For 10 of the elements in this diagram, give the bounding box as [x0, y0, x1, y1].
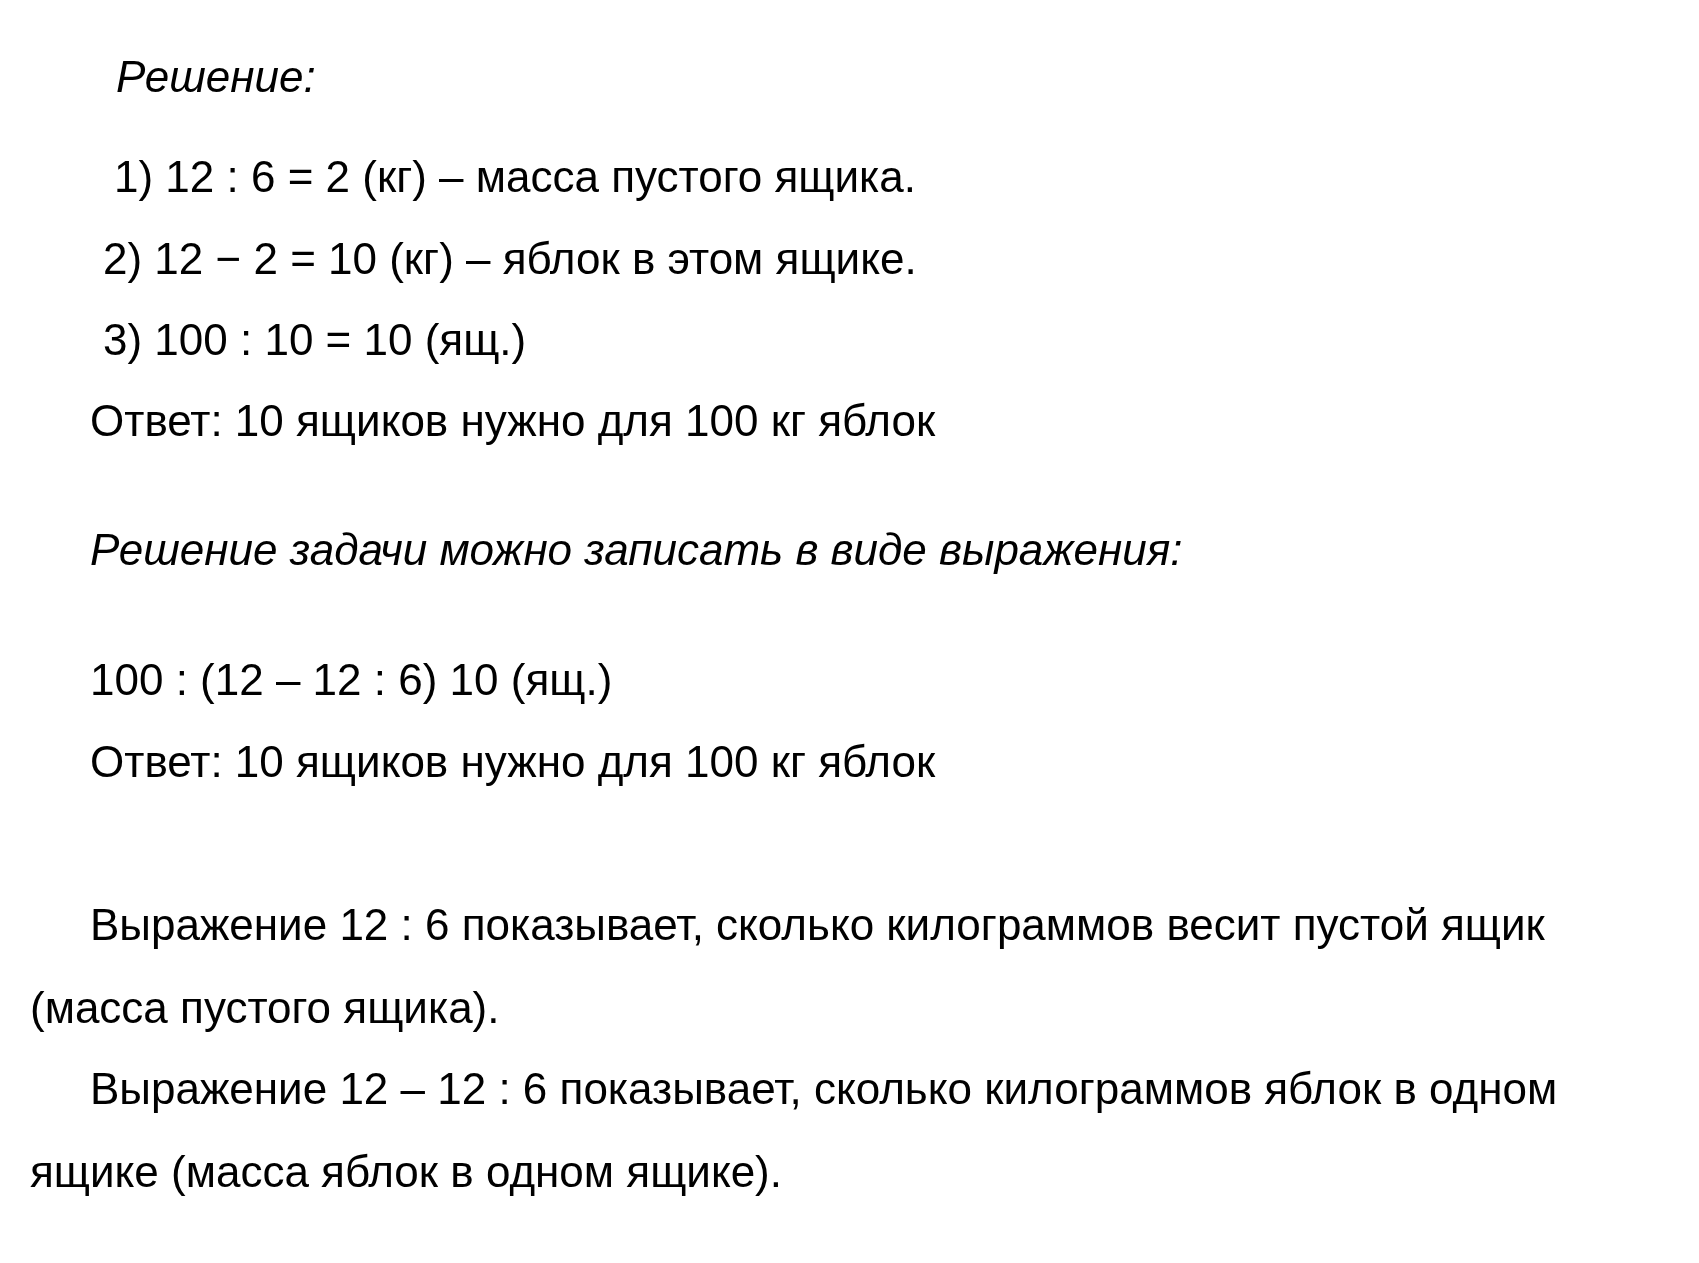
solution-line: 3) 100 : 10 = 10 (ящ.): [103, 314, 527, 366]
solution-line: 2) 12 − 2 = 10 (кг) – яблок в этом ящике.: [103, 233, 917, 285]
solution-line: Ответ: 10 ящиков нужно для 100 кг яблок: [90, 395, 936, 447]
heading-text: Решение задачи можно записать в виде выражения:: [90, 524, 1183, 576]
paragraph-text: Выражение 12 : 6 показывает, сколько килограммов весит пустой ящик (масса пустого ящика).: [30, 899, 1546, 1034]
solution-line: 100 : (12 – 12 : 6) 10 (ящ.): [90, 654, 613, 706]
solution-line: 1) 12 : 6 = 2 (кг) – масса пустого ящика.: [114, 151, 916, 203]
paragraph-text: Выражение 12 – 12 : 6 показывает, сколько килограммов яблок в одном ящике (масса яблок в одном ящике).: [30, 1063, 1559, 1198]
heading-text: Решение:: [116, 51, 316, 103]
solution-line: Ответ: 10 ящиков нужно для 100 кг яблок: [90, 736, 936, 788]
